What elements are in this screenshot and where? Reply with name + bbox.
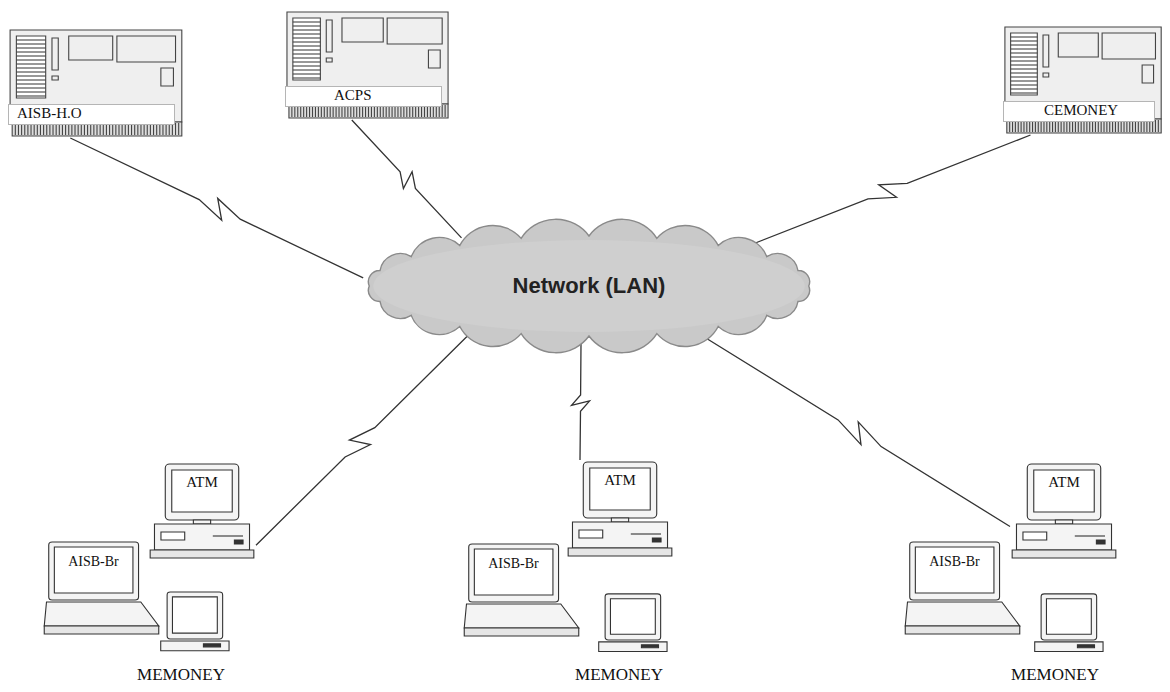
node-label: AISB-Br <box>915 554 994 570</box>
network-label: Network (LAN) <box>355 273 823 299</box>
laptop-terminal: AISB-Br <box>42 540 161 640</box>
monitor-terminal: MEMONEY <box>118 590 244 688</box>
lightning-link <box>572 344 590 460</box>
node-label: ATM <box>1010 474 1118 491</box>
node-label: MEMONEY <box>118 665 244 685</box>
node-label: MEMONEY <box>992 665 1118 685</box>
node-label: CEMONEY <box>1003 101 1155 122</box>
lightning-link <box>703 336 1010 526</box>
lightning-link <box>70 138 363 278</box>
desktop-terminal: ATM <box>566 460 674 564</box>
desktop-terminal: ATM <box>1010 462 1118 566</box>
server-box: ACPS <box>285 10 452 120</box>
node-label: AISB-H.O <box>8 104 175 125</box>
node-label: MEMONEY <box>556 665 682 685</box>
monitor-terminal: MEMONEY <box>556 592 682 688</box>
network-cloud: Network (LAN) <box>355 222 823 350</box>
node-label: AISB-Br <box>54 554 133 570</box>
laptop-terminal: AISB-Br <box>462 542 581 642</box>
lightning-link <box>352 120 462 238</box>
laptop-terminal: AISB-Br <box>903 540 1022 640</box>
node-label: ACPS <box>285 86 442 107</box>
node-label: ATM <box>148 474 256 491</box>
desktop-terminal: ATM <box>148 462 256 566</box>
server-box: CEMONEY <box>1003 25 1165 135</box>
server-box: AISB-H.O <box>8 28 186 138</box>
node-label: AISB-Br <box>474 556 553 572</box>
lightning-link <box>750 135 1030 245</box>
monitor-terminal: MEMONEY <box>992 592 1118 688</box>
lightning-link <box>256 335 468 545</box>
node-label: ATM <box>566 472 674 489</box>
